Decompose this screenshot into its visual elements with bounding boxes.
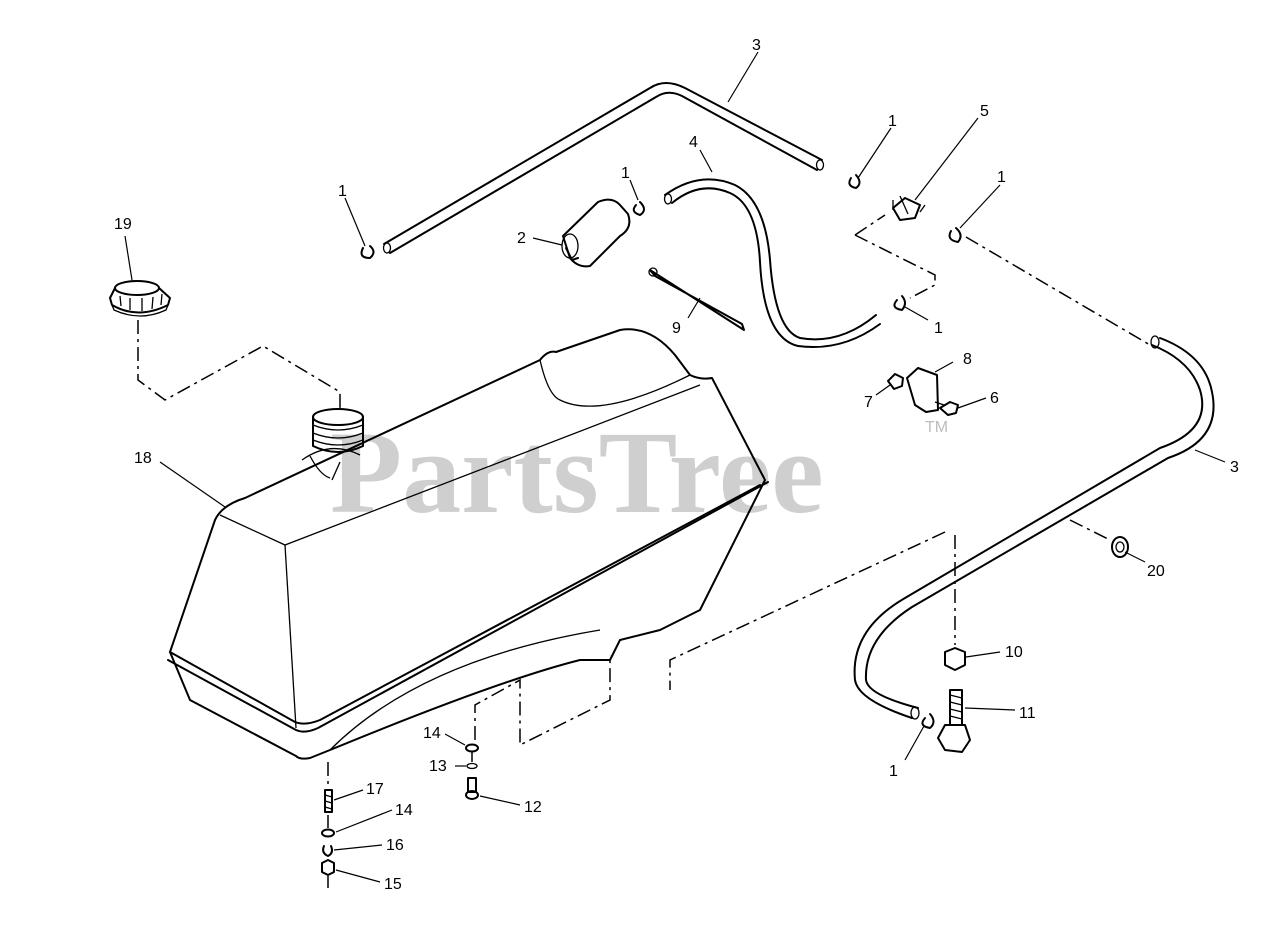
callout-1-c: 1 [338, 183, 347, 200]
tie-strap [648, 267, 745, 331]
callout-11: 11 [1019, 705, 1036, 722]
callout-15: 15 [384, 876, 402, 893]
callout-4: 4 [689, 134, 698, 151]
fuel-line-lower [853, 335, 1215, 720]
callout-19: 19 [114, 216, 132, 233]
callout-2: 2 [517, 230, 526, 247]
callout-20: 20 [1147, 563, 1165, 580]
callout-17: 17 [366, 781, 384, 798]
watermark-text: PartsTree [330, 407, 824, 538]
fuel-cap [109, 280, 171, 317]
callout-14-right: 14 [423, 725, 441, 742]
callout-1-b: 1 [997, 169, 1006, 186]
mounting-hardware-right [465, 743, 479, 800]
callout-5: 5 [980, 103, 989, 120]
grommet [1111, 536, 1129, 558]
callout-14-left: 14 [395, 802, 413, 819]
callout-13: 13 [429, 758, 447, 775]
callout-labels: 3 3 4 5 1 1 1 1 2 9 1 8 7 6 19 18 20 10 … [114, 37, 1239, 893]
mounting-hardware-left [321, 789, 335, 876]
callout-9: 9 [672, 320, 681, 337]
callout-12: 12 [524, 799, 542, 816]
callout-6: 6 [990, 390, 999, 407]
watermark-tm: TM [925, 419, 948, 436]
cross-fitting [892, 195, 926, 221]
callout-1-d: 1 [621, 165, 630, 182]
fuel-filter [561, 198, 631, 268]
fuel-hose [663, 178, 881, 349]
callout-10: 10 [1005, 644, 1023, 661]
callout-18: 18 [134, 450, 152, 467]
callout-16: 16 [386, 837, 404, 854]
callout-1-e: 1 [934, 320, 943, 337]
callout-8: 8 [963, 351, 972, 368]
callout-7: 7 [864, 394, 873, 411]
leader-lines [124, 51, 1226, 883]
fuel-tank [167, 328, 769, 760]
bracket-assembly [887, 367, 959, 416]
callout-3-upper: 3 [752, 37, 761, 54]
callout-1-a: 1 [888, 113, 897, 130]
hose-clamps [360, 174, 962, 729]
fuel-line-upper [382, 82, 825, 254]
fuel-valve [937, 647, 971, 753]
assembly-lines [137, 214, 1151, 888]
callout-3-lower: 3 [1230, 459, 1239, 476]
callout-1-f: 1 [889, 763, 898, 780]
